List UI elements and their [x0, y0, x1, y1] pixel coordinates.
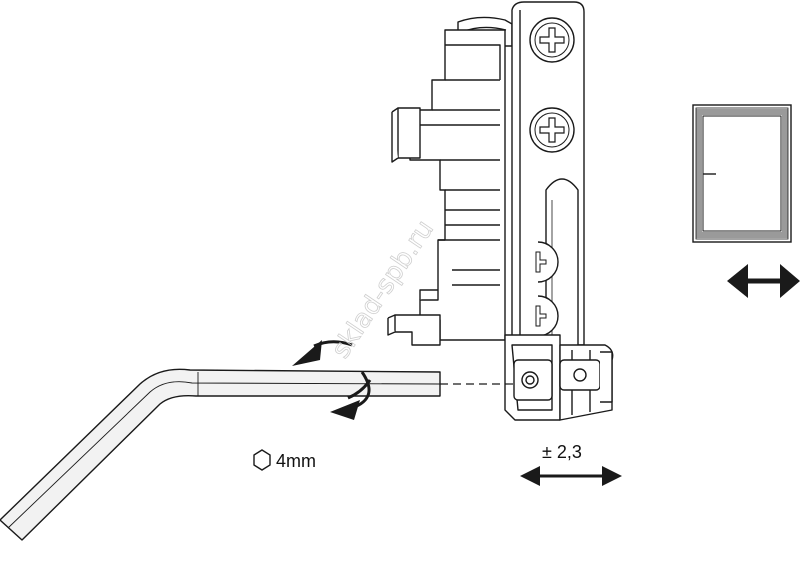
double-headed-arrow-icon	[727, 264, 800, 298]
hinge-bracket	[387, 16, 513, 346]
hex-key	[0, 368, 441, 541]
hex-key-size-label: 4mm	[253, 449, 316, 471]
adjustment-range-group: ± 2,3	[520, 442, 622, 486]
frame-profile-section-icon	[692, 104, 792, 243]
screw-lower-icon	[535, 241, 559, 283]
hex-key-size-text: 4mm	[276, 451, 316, 471]
screw-middle-icon	[529, 107, 575, 153]
screw-top-icon	[529, 17, 575, 63]
double-headed-arrow-icon	[520, 466, 622, 486]
adjustment-range-text: ± 2,3	[542, 442, 582, 462]
curved-rotate-arrow-icon	[292, 340, 372, 420]
hexagon-icon	[253, 449, 271, 471]
hinge-plate	[511, 1, 585, 351]
hinge-knuckle	[504, 334, 614, 421]
